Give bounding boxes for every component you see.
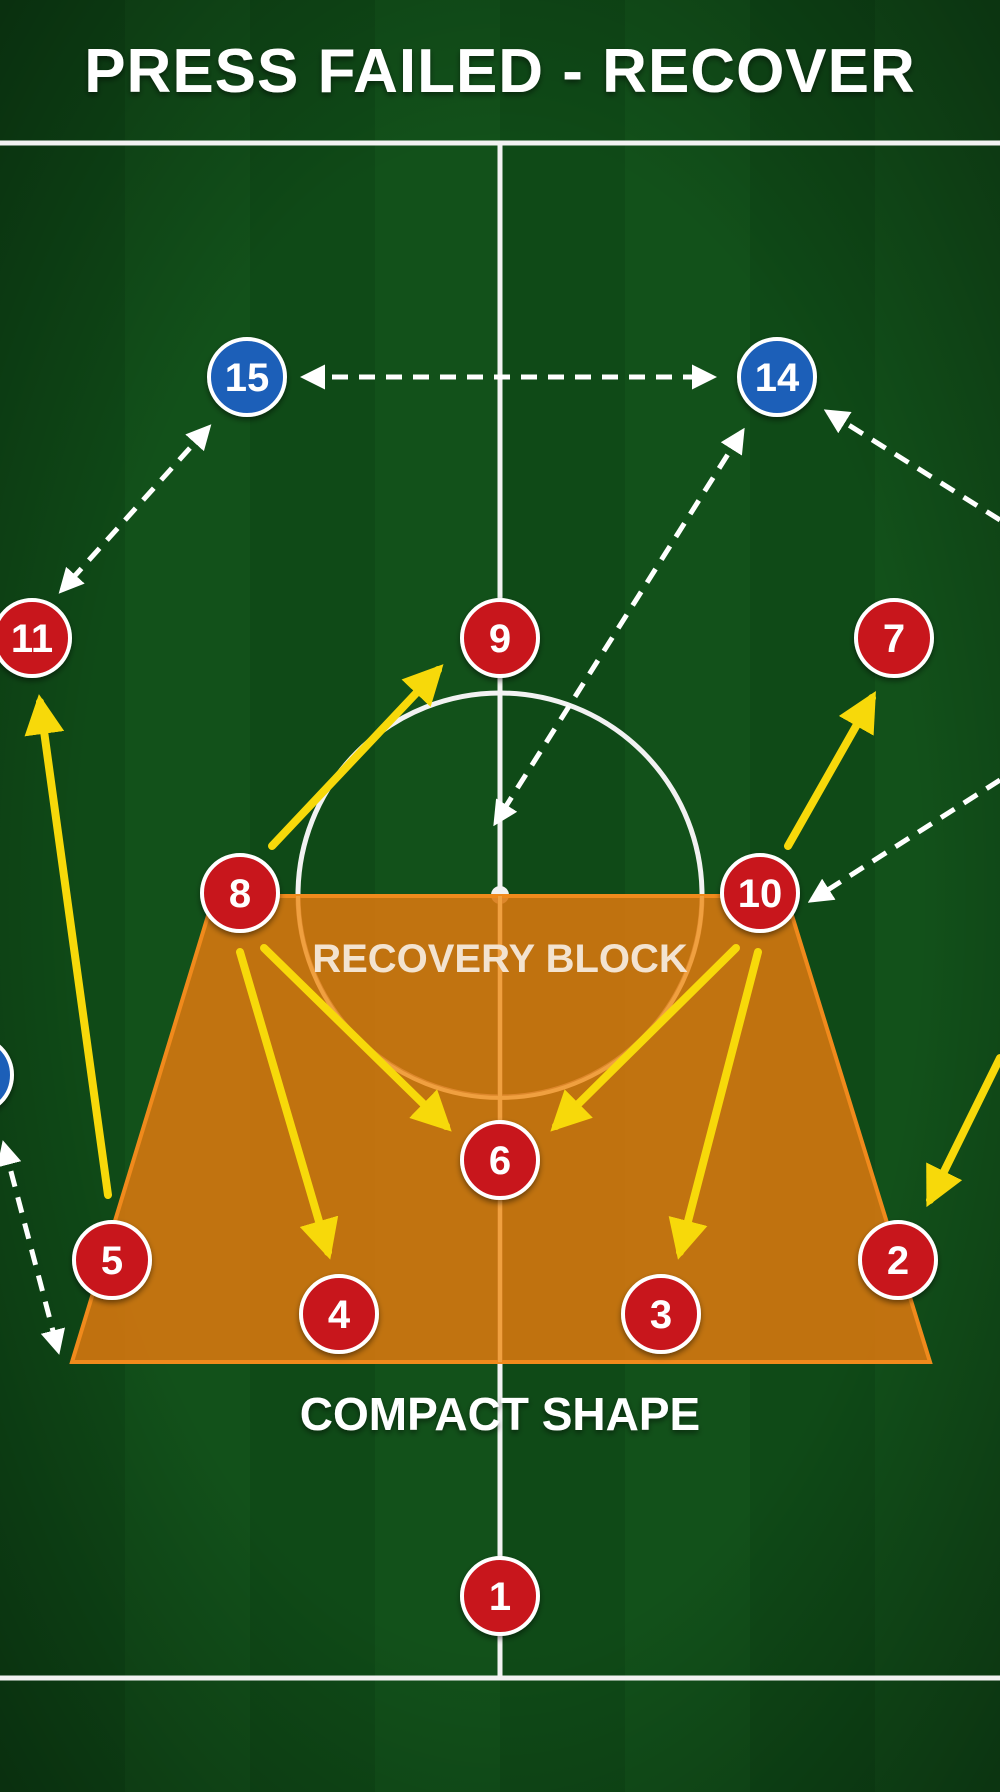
away-player-15[interactable]: 15: [207, 337, 287, 417]
away-player-number: 15: [225, 356, 270, 400]
opponent-movements: [0, 364, 1000, 1355]
home-player-number: 8: [229, 872, 251, 916]
home-player-number: 11: [11, 617, 53, 661]
away-player-number: 14: [755, 356, 800, 400]
home-player-marker: [621, 1274, 701, 1354]
run-8-to-6: [260, 944, 452, 1132]
pass-left-edge: [0, 1140, 65, 1355]
away-player-marker: [0, 1044, 14, 1106]
home-player-3[interactable]: 3: [621, 1274, 701, 1354]
run-10-to-3: [668, 948, 762, 1260]
home-player-9[interactable]: 9: [460, 598, 540, 678]
home-player-marker: [72, 1220, 152, 1300]
pass-14-centre: [493, 427, 745, 827]
player-runs: [24, 664, 1000, 1260]
run-to-14: [823, 409, 1000, 523]
home-player-number: 9: [489, 617, 511, 661]
home-player-marker: [854, 598, 934, 678]
home-player-marker: [200, 853, 280, 933]
home-player-marker: [0, 598, 72, 678]
run-5-to-11: [24, 694, 112, 1199]
home-player-4[interactable]: 4: [299, 1274, 379, 1354]
run-8-to-9: [268, 664, 444, 850]
home-player-11[interactable]: 11: [0, 598, 72, 678]
run-to-2: [926, 1054, 1000, 1208]
compact-shape-label: COMPACT SHAPE: [300, 1388, 700, 1440]
run-10-to-7: [784, 691, 876, 850]
home-player-2[interactable]: 2: [858, 1220, 938, 1300]
home-player-marker: [460, 1556, 540, 1636]
home-player-6[interactable]: 6: [460, 1120, 540, 1200]
home-player-number: 6: [489, 1139, 511, 1183]
away-player-marker: [737, 337, 817, 417]
home-player-number: 7: [883, 617, 905, 661]
home-player-marker: [299, 1274, 379, 1354]
run-8-to-4: [236, 948, 339, 1260]
run-to-10: [807, 777, 1000, 903]
home-player-number: 10: [738, 872, 783, 916]
home-player-5[interactable]: 5: [72, 1220, 152, 1300]
recovery-block-label: RECOVERY BLOCK: [312, 937, 688, 981]
home-player-10[interactable]: 10: [720, 853, 800, 933]
pass-15-11: [58, 424, 212, 594]
home-player-number: 4: [328, 1293, 351, 1337]
run-10-to-6: [550, 944, 740, 1132]
away-player-9[interactable]: 9: [0, 1037, 14, 1113]
zone-circle-arc: [296, 895, 704, 1100]
home-player-marker: [720, 853, 800, 933]
home-player-number: 1: [489, 1575, 511, 1619]
home-player-number: 2: [887, 1239, 909, 1283]
home-player-marker: [460, 598, 540, 678]
home-player-7[interactable]: 7: [854, 598, 934, 678]
diagram-title: PRESS FAILED - RECOVER: [84, 37, 916, 106]
home-player-1[interactable]: 1: [460, 1556, 540, 1636]
home-player-8[interactable]: 8: [200, 853, 280, 933]
home-player-number: 5: [101, 1239, 123, 1283]
away-player-marker: [207, 337, 287, 417]
home-player-number: 3: [650, 1293, 672, 1337]
players-layer: 15 14 9 11 9 7 8 10: [0, 337, 938, 1636]
away-player-14[interactable]: 14: [737, 337, 817, 417]
home-player-marker: [858, 1220, 938, 1300]
home-player-marker: [460, 1120, 540, 1200]
